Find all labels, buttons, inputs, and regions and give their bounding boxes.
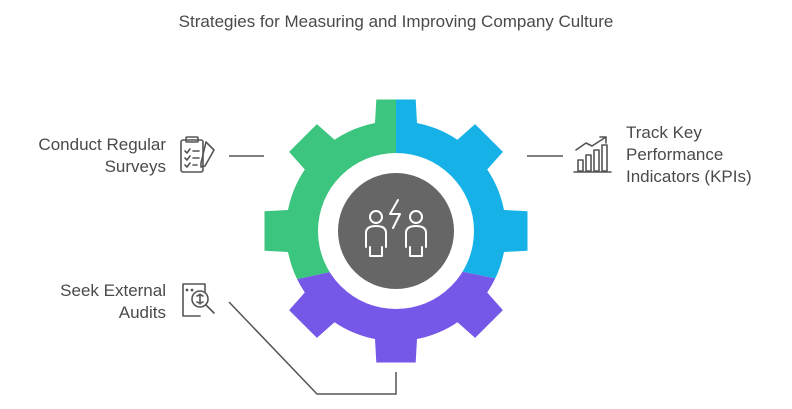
label-line: Seek External: [60, 281, 166, 300]
center-circle: [338, 173, 454, 289]
label-external-audits: Seek External Audits: [60, 280, 166, 324]
diagram-title: Strategies for Measuring and Improving C…: [178, 12, 614, 31]
label-line: Audits: [118, 303, 166, 322]
connector-audits: [228, 301, 397, 395]
label-conduct-surveys: Conduct Regular Surveys: [38, 134, 166, 178]
people-interaction-icon: [365, 199, 427, 257]
audit-magnifier-icon: [182, 283, 215, 317]
survey-clipboard-icon: [180, 136, 215, 173]
label-line: Performance: [626, 145, 724, 164]
label-line: Surveys: [104, 157, 166, 176]
label-line: Indicators (KPIs): [626, 167, 752, 186]
gear-segment-audits: [264, 258, 528, 363]
kpi-chart-icon: [573, 136, 612, 173]
label-line: Conduct Regular: [38, 135, 166, 154]
label-track-kpis: Track Key Performance Indicators (KPIs): [626, 122, 752, 188]
label-line: Track Key: [626, 123, 702, 142]
